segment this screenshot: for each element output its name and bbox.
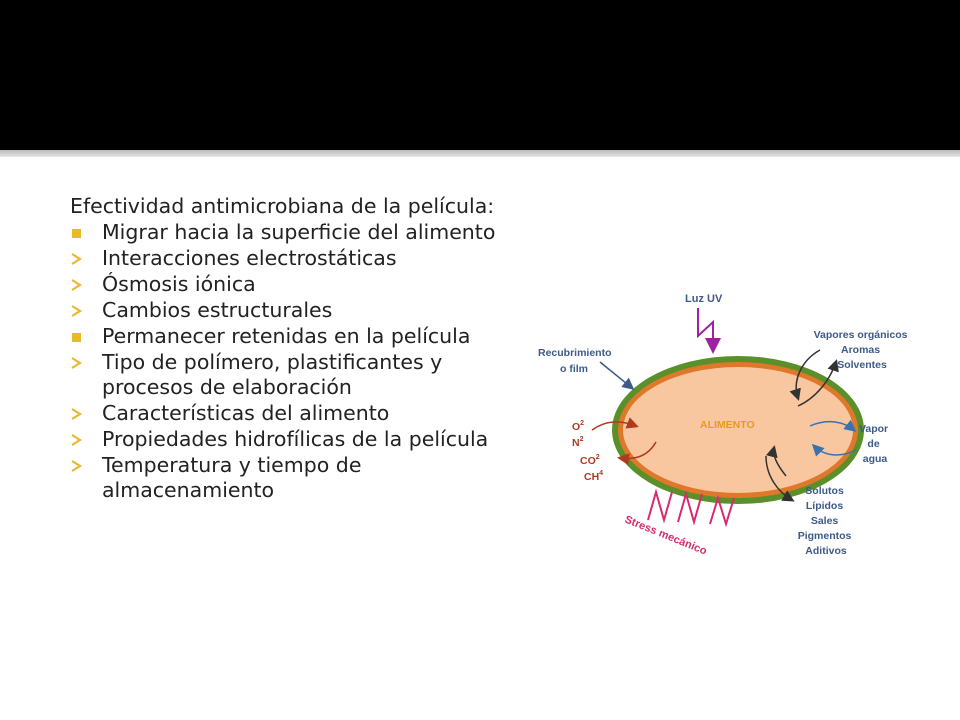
arrow-bullet-icon <box>70 433 84 447</box>
arrow-bullet-icon <box>70 407 84 421</box>
vapor-agua-arrow-out <box>809 419 857 432</box>
arrow-bullet-icon <box>70 304 84 318</box>
slide-heading: Efectividad antimicrobiana de la películ… <box>70 194 495 218</box>
vapor-agua-label: Vapor de agua <box>859 423 891 465</box>
organicos-arrow-out <box>797 359 839 407</box>
bullet-item: Permanecer retenidas en la película <box>70 324 500 349</box>
bullet-text: Permanecer retenidas en la película <box>102 324 471 348</box>
stress-zigzag-3 <box>709 494 735 528</box>
bullet-item: Ósmosis iónica <box>70 272 500 297</box>
recubrimiento-pointer <box>599 361 635 390</box>
bullet-text: Temperatura y tiempo de almacenamiento <box>102 453 362 502</box>
gas-n2: N2 <box>572 436 584 449</box>
bullet-text: Interacciones electrostáticas <box>102 246 397 270</box>
bullet-item: Tipo de polímero, plastificantes y proce… <box>70 350 500 400</box>
solutos-label: Solutos Lípidos Sales Pigmentos Aditivos <box>798 485 855 557</box>
recubrimiento-label: Recubrimiento o film <box>538 347 614 375</box>
bullet-text: Cambios estructurales <box>102 298 333 322</box>
gases-label: O2 N2 CO2 CH4 <box>572 420 603 483</box>
gas-o2: O2 <box>572 420 584 433</box>
stress-zigzag-1 <box>647 488 673 524</box>
alimento-label: ALIMENTO <box>700 419 755 431</box>
diagram-svg: ALIMENTO Luz UV Recubrimiento o film Vap… <box>538 293 911 558</box>
bullet-item: Migrar hacia la superficie del alimento <box>70 220 500 245</box>
food-packaging-diagram: ALIMENTO Luz UV Recubrimiento o film Vap… <box>520 280 940 580</box>
bullet-item: Interacciones electrostáticas <box>70 246 500 271</box>
arrow-bullet-icon <box>70 459 84 473</box>
vapor-agua-arrow-in <box>811 443 857 457</box>
gas-arrow-out <box>617 441 657 466</box>
arrow-bullet-icon <box>70 356 84 370</box>
bullet-text: Tipo de polímero, plastificantes y proce… <box>102 350 443 399</box>
organicos-arrow-in <box>789 349 821 401</box>
arrow-bullet-icon <box>70 252 84 266</box>
solutos-arrow-in <box>766 445 787 477</box>
gas-co2: CO2 <box>580 454 600 467</box>
stress-label: Stress mecánico <box>623 514 709 558</box>
title-band <box>0 0 960 150</box>
gas-arrow-in <box>591 417 639 431</box>
organicos-label: Vapores orgánicos Aromas Solventes <box>814 329 911 371</box>
arrow-bullet-icon <box>70 278 84 292</box>
luz-uv-label: Luz UV <box>685 293 723 305</box>
bullet-text: Características del alimento <box>102 401 390 425</box>
bullet-item: Propiedades hidrofílicas de la película <box>70 427 500 452</box>
square-bullet-icon <box>70 226 84 240</box>
gas-ch4: CH4 <box>584 470 603 483</box>
bullet-item: Cambios estructurales <box>70 298 500 323</box>
bullet-item: Características del alimento <box>70 401 500 426</box>
bullet-text: Ósmosis iónica <box>102 272 256 296</box>
bullet-text: Migrar hacia la superficie del alimento <box>102 220 496 244</box>
stress-zigzag-2 <box>677 490 703 526</box>
square-bullet-icon <box>70 330 84 344</box>
solutos-arrow-out <box>765 455 795 502</box>
title-divider <box>0 150 960 157</box>
bullet-text: Propiedades hidrofílicas de la película <box>102 427 489 451</box>
uv-zigzag-arrow <box>697 308 721 354</box>
content-text: Efectividad antimicrobiana de la películ… <box>70 194 500 504</box>
bullet-item: Temperatura y tiempo de almacenamiento <box>70 453 500 503</box>
